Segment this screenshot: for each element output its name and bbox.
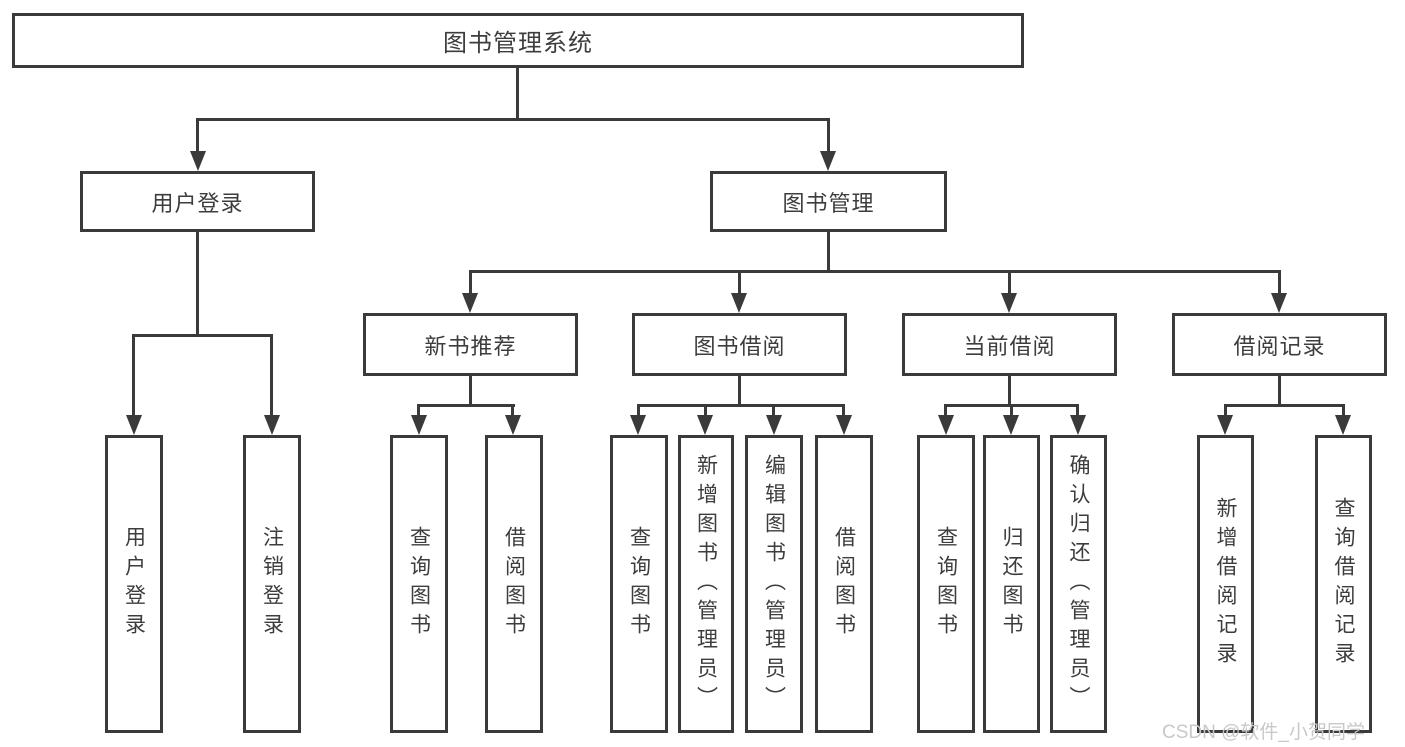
- leaf-confirm-return-admin: 确认归还（管理员）: [1050, 435, 1107, 733]
- arrow-down-icon: [820, 151, 836, 171]
- arrow-down-icon: [836, 415, 852, 435]
- connector-current-borrow-trunk: [1008, 376, 1011, 407]
- node-label: 用户登录: [151, 190, 244, 216]
- leaf-label: 新增借阅记录: [1214, 497, 1237, 671]
- node-label: 图书管理系统: [443, 30, 593, 57]
- connector-stem: [1008, 270, 1011, 296]
- node-label: 新书推荐: [424, 333, 517, 359]
- leaf-query-books-borrow: 查询图书: [610, 435, 668, 733]
- arrow-down-icon: [630, 415, 646, 435]
- arrow-down-icon: [938, 415, 954, 435]
- leaf-add-borrow-record: 新增借阅记录: [1197, 435, 1254, 733]
- connector-stem: [842, 404, 845, 418]
- connector-book-mgmt-bar: [469, 270, 1281, 273]
- arrow-down-icon: [766, 415, 782, 435]
- node-current-borrow: 当前借阅: [902, 313, 1117, 376]
- connector-root-trunk: [516, 68, 519, 118]
- connector-stem: [270, 334, 273, 418]
- connector-stem: [637, 404, 640, 418]
- connector-user-login-trunk: [196, 232, 199, 334]
- arrow-down-icon: [1335, 415, 1351, 435]
- leaf-label: 查询图书: [627, 526, 651, 642]
- arrow-down-icon: [1271, 293, 1287, 313]
- arrow-down-icon: [1001, 293, 1017, 313]
- connector-stem: [1342, 404, 1345, 418]
- connector-stem: [772, 404, 775, 418]
- leaf-label: 查询图书: [407, 526, 431, 642]
- arrow-down-icon: [1003, 415, 1019, 435]
- connector-stem: [1076, 404, 1079, 418]
- connector-borrow-records-trunk: [1278, 376, 1281, 407]
- connector-stem: [1010, 404, 1013, 418]
- arrow-down-icon: [190, 151, 206, 171]
- csdn-watermark: CSDN @软件_小贺同学: [1162, 722, 1365, 743]
- leaf-label: 编辑图书（管理员）: [762, 453, 786, 715]
- node-label: 图书借阅: [693, 333, 786, 359]
- node-book-borrow: 图书借阅: [632, 313, 847, 376]
- node-label: 图书管理: [782, 190, 875, 216]
- connector-root-bar: [196, 118, 830, 121]
- connector-book-mgmt-trunk: [827, 232, 830, 273]
- connector-stem: [738, 270, 741, 296]
- leaf-query-books-recommend: 查询图书: [390, 435, 448, 733]
- leaf-label: 确认归还（管理员）: [1067, 453, 1090, 715]
- leaf-label: 借阅图书: [832, 526, 856, 642]
- leaf-query-books-current: 查询图书: [917, 435, 975, 733]
- leaf-borrow-books: 借阅图书: [815, 435, 873, 733]
- leaf-logout: 注销登录: [243, 435, 301, 733]
- leaf-return-books: 归还图书: [983, 435, 1040, 733]
- node-borrow-records: 借阅记录: [1172, 313, 1387, 376]
- connector-stem: [132, 334, 135, 418]
- connector-book-borrow-trunk: [738, 376, 741, 407]
- arrow-down-icon: [1070, 415, 1086, 435]
- node-library-management-system: 图书管理系统: [12, 13, 1024, 68]
- leaf-edit-books-admin: 编辑图书（管理员）: [745, 435, 803, 733]
- node-label: 当前借阅: [963, 333, 1056, 359]
- arrow-down-icon: [264, 415, 280, 435]
- arrow-down-icon: [1217, 415, 1233, 435]
- connector-borrow-records-bar: [1224, 404, 1345, 407]
- connector-stem: [1224, 404, 1227, 418]
- connector-new-book-trunk: [469, 376, 472, 407]
- connector-stem: [511, 404, 514, 418]
- node-new-book-recommend: 新书推荐: [363, 313, 578, 376]
- leaf-borrow-books-recommend: 借阅图书: [485, 435, 543, 733]
- leaf-label: 新增图书（管理员）: [694, 453, 718, 715]
- leaf-label: 查询借阅记录: [1332, 497, 1355, 671]
- arrow-down-icon: [411, 415, 427, 435]
- connector-stem: [1278, 270, 1281, 296]
- connector-stem: [827, 118, 830, 156]
- connector-stem: [704, 404, 707, 418]
- node-user-login: 用户登录: [80, 171, 315, 232]
- leaf-label: 借阅图书: [502, 526, 526, 642]
- leaf-query-borrow-record: 查询借阅记录: [1315, 435, 1372, 733]
- leaf-add-books-admin: 新增图书（管理员）: [678, 435, 734, 733]
- leaf-label: 查询图书: [934, 526, 958, 642]
- arrow-down-icon: [462, 293, 478, 313]
- arrow-down-icon: [126, 415, 142, 435]
- node-book-management: 图书管理: [710, 171, 947, 232]
- connector-stem: [196, 118, 199, 156]
- connector-stem: [417, 404, 420, 418]
- connector-stem: [469, 270, 472, 296]
- node-label: 借阅记录: [1233, 333, 1326, 359]
- arrow-down-icon: [697, 415, 713, 435]
- connector-stem: [944, 404, 947, 418]
- connector-new-book-bar: [417, 404, 515, 407]
- connector-user-login-bar: [132, 334, 273, 337]
- arrow-down-icon: [731, 293, 747, 313]
- arrow-down-icon: [505, 415, 521, 435]
- connector-book-borrow-bar: [637, 404, 845, 407]
- leaf-label: 注销登录: [260, 526, 284, 642]
- leaf-label: 归还图书: [1000, 526, 1023, 642]
- leaf-label: 用户登录: [122, 526, 146, 642]
- leaf-user-login: 用户登录: [105, 435, 163, 733]
